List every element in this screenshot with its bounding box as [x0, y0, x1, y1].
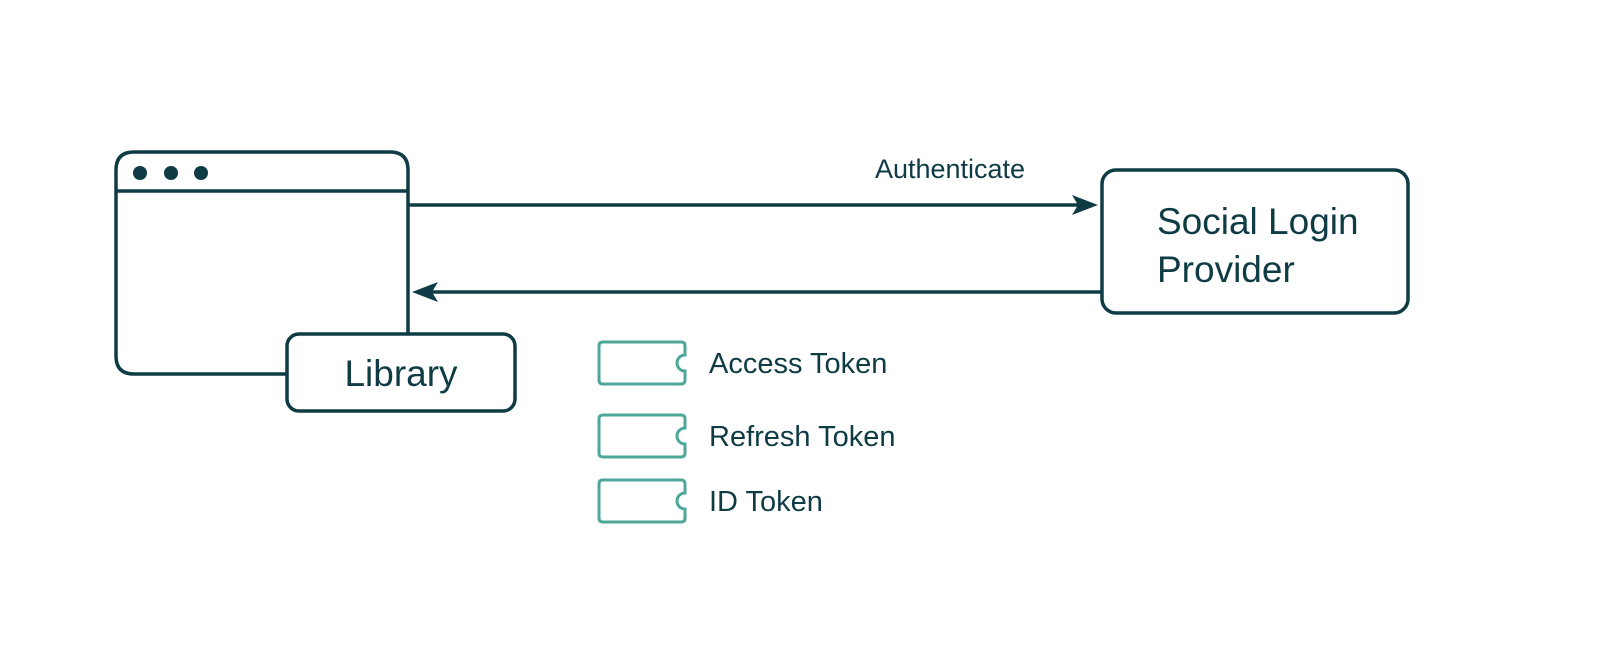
token-label: Refresh Token [709, 421, 895, 453]
browser-dot-icon [194, 166, 208, 180]
authenticate-arrow: Authenticate [408, 154, 1098, 215]
token-item: Access Token [597, 340, 887, 386]
token-label: Access Token [709, 348, 887, 380]
arrowhead-right-icon [1072, 195, 1098, 215]
browser-dot-icon [164, 166, 178, 180]
browser-window-frame [114, 150, 410, 376]
ticket-icon [597, 340, 687, 386]
authenticate-arrow-label: Authenticate [875, 154, 1025, 184]
browser-dot-icon [133, 166, 147, 180]
provider-label-line2: Provider [1157, 249, 1295, 290]
tokens-return-arrow [412, 282, 1102, 302]
arrowhead-left-icon [412, 282, 438, 302]
library-box [285, 332, 517, 413]
ticket-icon [597, 413, 687, 459]
ticket-icon [597, 478, 687, 524]
browser-window [114, 150, 410, 376]
library-node: Library [285, 332, 517, 413]
token-label: ID Token [709, 486, 823, 518]
provider-box [1100, 168, 1410, 315]
token-item: ID Token [597, 478, 823, 524]
provider-node: Social Login Provider [1100, 168, 1410, 315]
provider-label-line1: Social Login [1157, 201, 1359, 242]
library-label: Library [344, 353, 458, 394]
token-item: Refresh Token [597, 413, 895, 459]
